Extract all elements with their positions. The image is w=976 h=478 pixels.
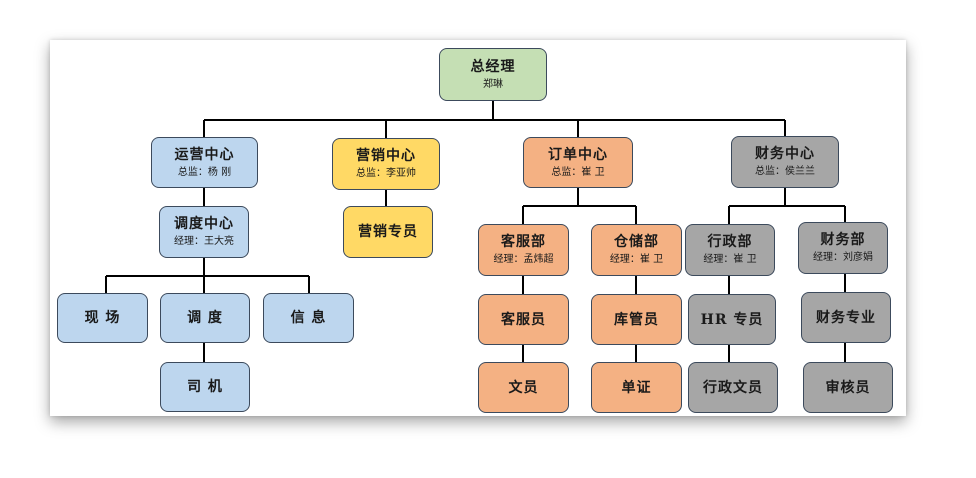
customer-service-dept-title: 客服部 [501, 234, 546, 250]
ceo-title: 总经理 [470, 58, 516, 75]
ceo-box: 总经理 郑琳 [439, 48, 547, 101]
documents-title: 单证 [621, 379, 652, 396]
clerk-title: 文员 [508, 379, 539, 396]
info-title: 信 息 [290, 310, 327, 326]
customer-service-staff-title: 客服员 [501, 311, 546, 328]
warehouse-keeper-box: 库管员 [591, 294, 682, 345]
finance-specialist-box: 财务专业 [801, 292, 891, 343]
auditor-box: 审核员 [803, 362, 893, 413]
ops-center-box: 运营中心 总监：杨 刚 [151, 137, 258, 188]
driver-box: 司 机 [160, 362, 250, 412]
order-center-box: 订单中心 总监：崔 卫 [523, 137, 633, 188]
dispatch-center-box: 调度中心 经理：王大亮 [159, 206, 249, 258]
finance-center-box: 财务中心 总监：侯兰兰 [731, 136, 839, 188]
marketing-staff-title: 营销专员 [358, 224, 418, 240]
dispatch-center-person: 经理：王大亮 [174, 236, 234, 247]
info-box: 信 息 [263, 293, 354, 343]
finance-dept-box: 财务部 经理：刘彦娟 [798, 222, 888, 274]
admin-dept-person: 经理：崔 卫 [703, 254, 757, 265]
customer-service-dept-person: 经理：孟炜超 [493, 254, 554, 265]
warehouse-keeper-title: 库管员 [614, 311, 659, 328]
schedule-box: 调 度 [160, 293, 250, 343]
driver-title: 司 机 [187, 379, 223, 395]
finance-specialist-title: 财务专业 [816, 309, 876, 326]
admin-clerk-title: 行政文员 [703, 379, 763, 396]
marketing-staff-box: 营销专员 [343, 206, 433, 258]
marketing-center-person: 总监：李亚帅 [356, 168, 416, 179]
onsite-title: 现 场 [84, 310, 121, 326]
admin-dept-box: 行政部 经理：崔 卫 [685, 224, 775, 276]
marketing-center-box: 营销中心 总监：李亚帅 [332, 138, 440, 190]
customer-service-dept-box: 客服部 经理：孟炜超 [478, 224, 569, 276]
documents-box: 单证 [591, 362, 682, 413]
ops-center-title: 运营中心 [174, 146, 235, 163]
customer-service-staff-box: 客服员 [478, 294, 569, 345]
ceo-person: 郑琳 [483, 78, 503, 90]
finance-dept-person: 经理：刘彦娟 [813, 252, 873, 263]
clerk-box: 文员 [478, 362, 569, 413]
finance-dept-title: 财务部 [820, 232, 866, 248]
admin-clerk-box: 行政文员 [688, 362, 778, 413]
marketing-center-title: 营销中心 [356, 148, 416, 164]
finance-center-person: 总监：侯兰兰 [755, 166, 815, 177]
dispatch-center-title: 调度中心 [174, 216, 234, 232]
ops-center-person: 总监：杨 刚 [177, 166, 232, 178]
onsite-box: 现 场 [57, 293, 148, 343]
order-center-title: 订单中心 [548, 146, 608, 163]
order-center-person: 总监：崔 卫 [551, 166, 605, 178]
hr-specialist-box: HR 专员 [688, 294, 776, 345]
storage-dept-box: 仓储部 经理：崔 卫 [591, 224, 682, 276]
storage-dept-title: 仓储部 [614, 234, 659, 250]
hr-specialist-title: HR 专员 [700, 311, 764, 328]
schedule-title: 调 度 [187, 310, 223, 326]
auditor-title: 审核员 [825, 379, 871, 396]
storage-dept-person: 经理：崔 卫 [609, 254, 664, 265]
admin-dept-title: 行政部 [707, 234, 753, 250]
finance-center-title: 财务中心 [755, 146, 815, 162]
